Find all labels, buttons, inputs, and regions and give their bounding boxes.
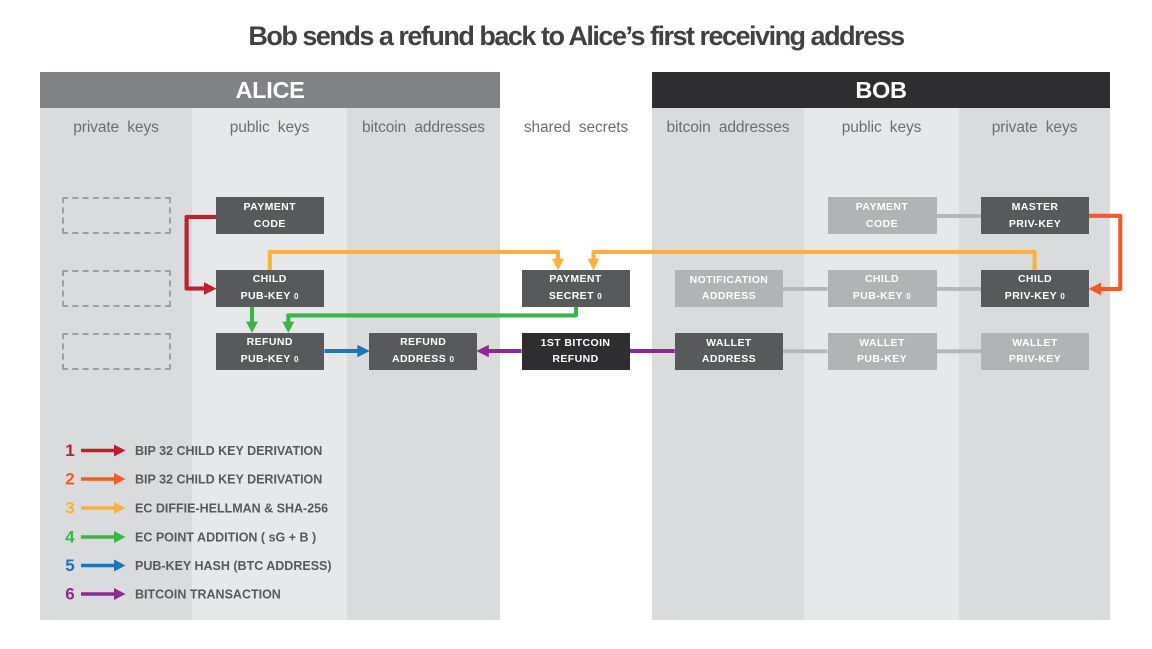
svg-text:1: 1 [65,441,74,460]
svg-text:BIP 32 CHILD KEY DERIVATION: BIP 32 CHILD KEY DERIVATION [135,473,322,487]
svg-text:PUB-KEY HASH (BTC ADDRESS): PUB-KEY HASH (BTC ADDRESS) [135,559,332,573]
svg-text:6: 6 [65,585,74,604]
svg-text:EC DIFFIE-HELLMAN & SHA-256: EC DIFFIE-HELLMAN & SHA-256 [135,502,328,516]
svg-text:5: 5 [65,556,74,575]
svg-text:BIP 32 CHILD KEY DERIVATION: BIP 32 CHILD KEY DERIVATION [135,444,322,458]
svg-text:3: 3 [65,499,74,518]
svg-text:BITCOIN TRANSACTION: BITCOIN TRANSACTION [135,588,281,602]
svg-text:EC POINT ADDITION ( sG + B ): EC POINT ADDITION ( sG + B ) [135,531,316,545]
svg-text:2: 2 [65,470,74,489]
svg-text:4: 4 [65,528,75,547]
